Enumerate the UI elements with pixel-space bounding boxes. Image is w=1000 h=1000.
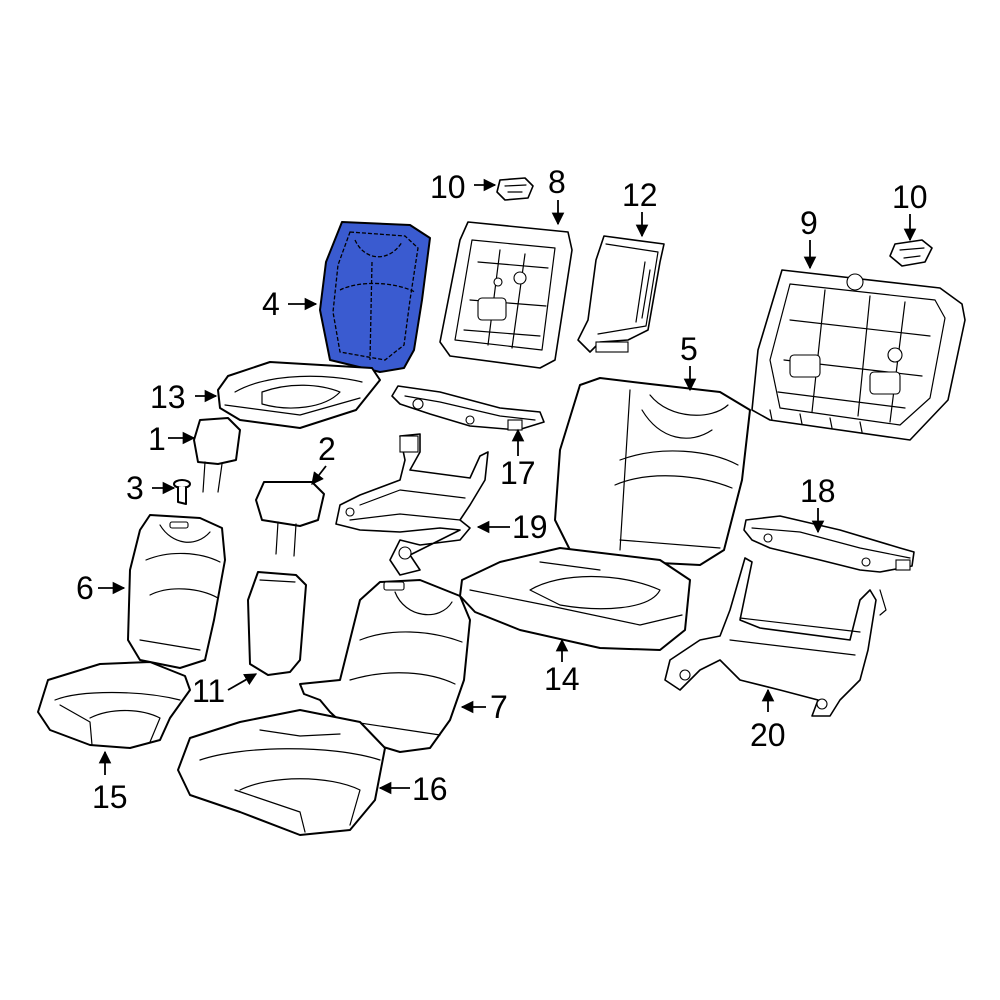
callout-20: 20 [750, 717, 786, 753]
callout-7: 7 [490, 689, 508, 725]
callout-3: 3 [126, 470, 144, 506]
callout-10-right: 10 [892, 179, 928, 215]
callout-numbers: 10 8 12 10 9 4 5 13 1 2 17 3 18 19 6 14 … [76, 164, 928, 815]
part-2-headrest[interactable] [255, 481, 325, 557]
part-13-cushion-pad[interactable] [217, 361, 381, 429]
part-10-bracket-right[interactable] [889, 239, 933, 267]
part-20-rear-seat-frame[interactable] [664, 557, 887, 717]
part-19-seat-mechanism[interactable] [335, 433, 489, 576]
part-8-seat-back-frame[interactable] [439, 221, 573, 369]
part-1-headrest[interactable] [193, 417, 241, 493]
callout-16: 16 [412, 771, 448, 807]
leader-lines [98, 178, 917, 795]
part-12-panel[interactable] [577, 235, 665, 353]
part-6-seat-back[interactable] [127, 514, 226, 669]
callout-6: 6 [76, 570, 94, 606]
callout-12: 12 [622, 177, 658, 213]
part-9-large-seat-back-frame[interactable] [751, 269, 966, 441]
part-18-rail[interactable] [743, 515, 915, 573]
part-17-bracket-rail[interactable] [391, 385, 545, 431]
part-3-fastener[interactable] [173, 479, 191, 505]
part-5-rear-seat-back[interactable] [554, 377, 751, 566]
callout-5: 5 [680, 331, 698, 367]
callout-15: 15 [92, 779, 128, 815]
part-16-seat-cushion[interactable] [177, 709, 386, 836]
part-15-seat-cushion[interactable] [37, 661, 191, 749]
callout-10-left: 10 [430, 169, 466, 205]
callout-17: 17 [500, 455, 536, 491]
callout-19: 19 [512, 509, 548, 545]
callout-1: 1 [148, 421, 166, 457]
callout-11: 11 [192, 673, 225, 709]
callout-18: 18 [800, 473, 836, 509]
part-10-bracket-left[interactable] [496, 177, 534, 201]
part-14-rear-seat-cushion[interactable] [459, 547, 691, 651]
callout-14: 14 [544, 661, 580, 697]
part-11-armrest[interactable] [247, 571, 307, 676]
callout-9: 9 [800, 205, 818, 241]
callout-13: 13 [150, 379, 186, 415]
callout-8: 8 [548, 164, 566, 200]
callout-4: 4 [262, 286, 280, 322]
callout-2: 2 [318, 431, 336, 467]
part-4-seat-back-cover[interactable] [319, 221, 431, 373]
